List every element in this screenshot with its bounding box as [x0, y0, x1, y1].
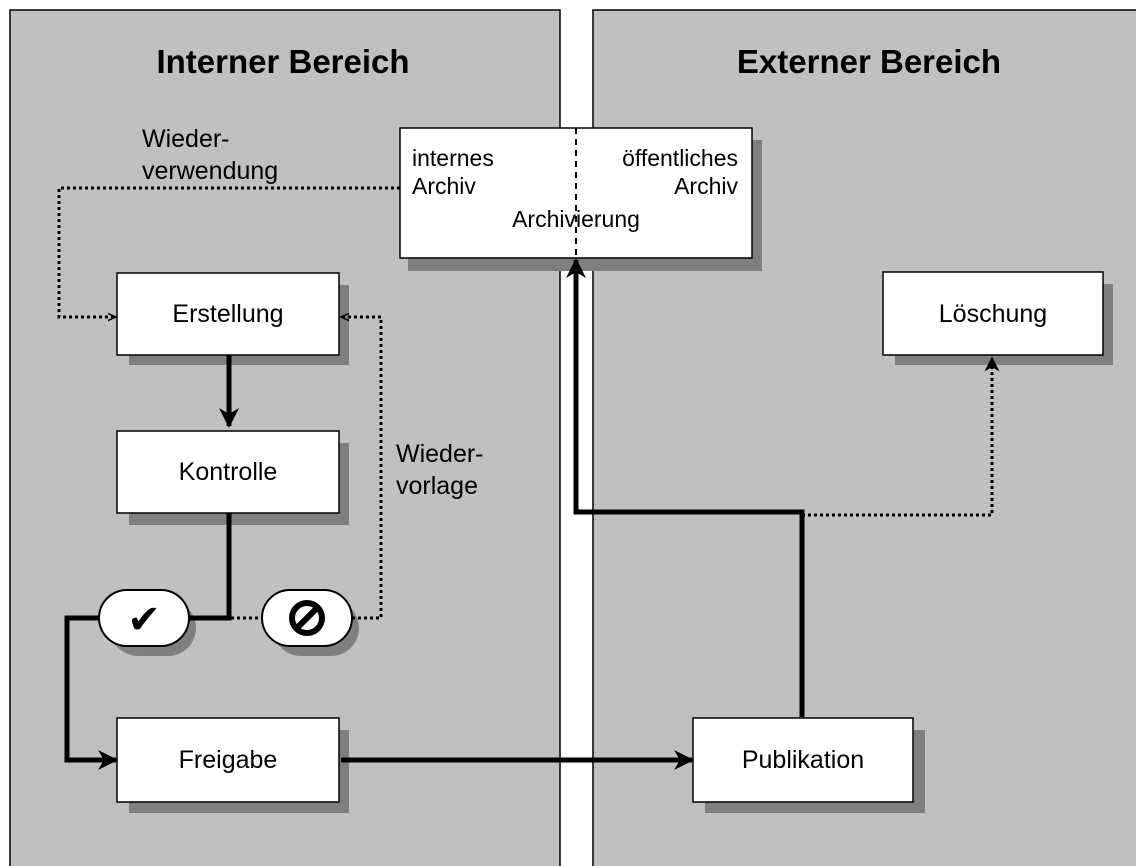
publication-box — [692, 717, 914, 803]
deletion-flow — [802, 356, 1000, 517]
public-archive-label-line2: Archiv — [674, 173, 738, 199]
publication-label: Publikation — [742, 746, 864, 774]
deletion-box — [882, 271, 1104, 356]
internal-archive-label-line1: internes — [412, 145, 494, 171]
reuse-label-line1: Wieder- — [142, 125, 230, 153]
reuse-label-line2: verwendung — [142, 157, 278, 185]
resubmit-label-line2: vorlage — [396, 472, 478, 500]
control-box — [116, 430, 340, 514]
release-label: Freigabe — [179, 746, 278, 774]
public-archive-label-line1: öffentliches — [622, 145, 738, 171]
external-area-title: Externer Bereich — [737, 43, 1001, 80]
publication-to-archive-flow — [566, 258, 805, 717]
control-to-approve-flow — [190, 512, 232, 621]
internal-area-title: Interner Bereich — [156, 43, 409, 80]
creation-box — [116, 272, 340, 356]
creation-label: Erstellung — [172, 300, 283, 328]
approve-to-release-flow — [64, 615, 118, 770]
reuse-flow — [57, 186, 400, 317]
approve-decision — [98, 589, 190, 647]
control-label: Kontrolle — [179, 458, 278, 486]
internal-archive-label-line2: Archiv — [412, 173, 476, 199]
archive-box — [399, 127, 753, 259]
deletion-label: Löschung — [939, 300, 1047, 328]
resubmit-flow — [341, 317, 383, 620]
approve-check-icon: ✔ — [127, 597, 161, 643]
resubmit-label-line1: Wieder- — [396, 440, 484, 468]
release-box — [116, 717, 340, 803]
prohibited-icon — [289, 600, 325, 636]
archive-label: Archivierung — [512, 206, 640, 232]
